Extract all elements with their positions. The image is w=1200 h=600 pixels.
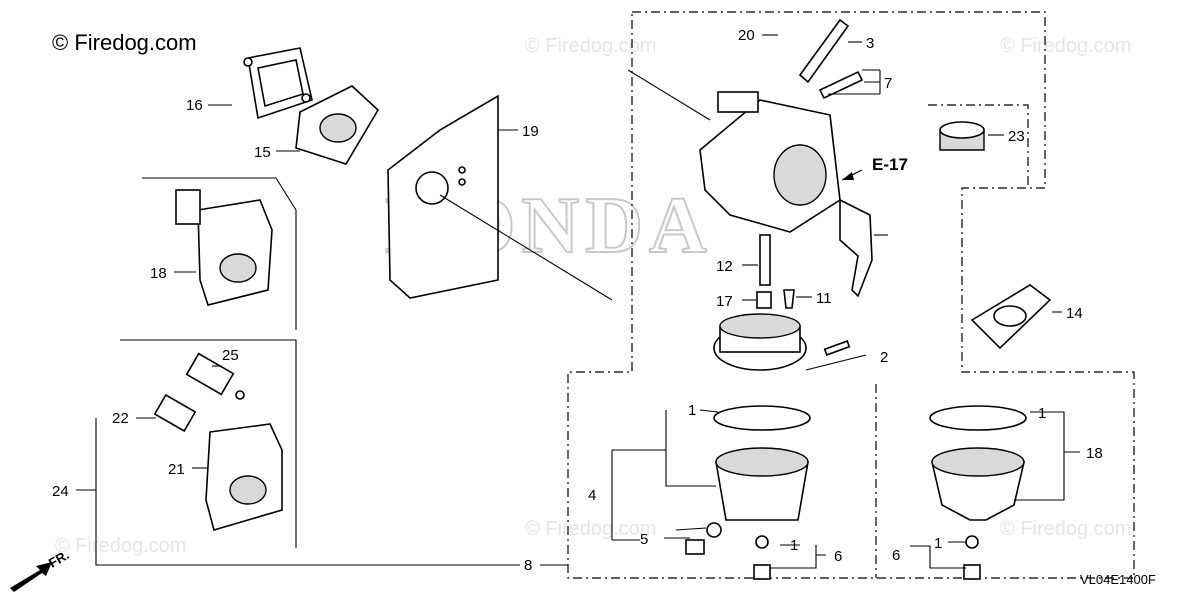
group-bracket-21: [120, 339, 297, 548]
leader-5: [664, 527, 707, 539]
callout-17: 20: [738, 27, 755, 44]
gasket-1-left: [713, 405, 811, 431]
leader-1-19: [1014, 411, 1080, 501]
callout-2: 2: [880, 349, 888, 366]
valve-25: [839, 198, 873, 298]
callout-1-b: 1: [790, 537, 798, 554]
adjust-screw-4: [798, 18, 850, 84]
callout-4: 3: [866, 35, 874, 52]
copyright-watermark: © Firedog.com: [52, 30, 197, 55]
callout-7: 7: [884, 75, 892, 92]
diagram-code: VL04E1400F: [1080, 572, 1156, 587]
float-2: [713, 313, 851, 371]
float-chamber-3: [715, 447, 809, 521]
callout-6-a: 6: [834, 548, 842, 565]
leader-gasket-carb-2: [439, 194, 613, 301]
leader-3: [611, 449, 666, 541]
faint-watermark-top-center: © Firedog.com: [525, 35, 656, 57]
insulator-12: [295, 85, 380, 165]
faint-watermark-top-right: © Firedog.com: [1000, 35, 1131, 57]
faint-watermark-bottom-left: © Firedog.com: [55, 535, 186, 557]
callout-24: 25: [222, 347, 239, 364]
callout-8: 8: [524, 557, 532, 574]
callout-23: 24: [52, 483, 69, 500]
callout-3: 4: [588, 487, 596, 504]
group-bracket-15: [142, 177, 297, 330]
callout-16: 19: [522, 123, 539, 140]
callout-13: 16: [186, 97, 203, 114]
bracket-15: [175, 189, 273, 306]
faint-watermark-bottom-right: © Firedog.com: [1000, 518, 1131, 540]
callout-18: 17: [716, 293, 733, 310]
cap-group-outline: [928, 104, 1029, 188]
gasket-13: [243, 47, 313, 120]
callout-22: 22: [112, 410, 129, 427]
screw-7: [818, 70, 864, 100]
cap-20: [939, 121, 985, 151]
leader-6-right: [910, 541, 966, 569]
bolt-6-right: [963, 535, 981, 580]
solenoid-24: [185, 352, 245, 400]
callout-20: 23: [1008, 128, 1025, 145]
bracket-21: [205, 423, 283, 531]
nozzle-22: [153, 393, 197, 433]
callout-1-c: 1: [1038, 405, 1046, 422]
drain-bolt-5: [685, 522, 722, 555]
leader-6-left: [770, 544, 826, 569]
callout-12: 15: [254, 144, 271, 161]
svg-text:E-17: E-17: [872, 155, 908, 174]
group-bracket-23: [95, 418, 520, 566]
carburetor-assembly-outline: [567, 11, 1135, 579]
callout-1-d: 1: [934, 535, 942, 552]
float-chamber-19: [930, 447, 1026, 521]
leader-1-3: [665, 409, 719, 487]
callout-21: 21: [168, 461, 185, 478]
callout-10: 11: [816, 290, 832, 307]
main-nozzle-11: [759, 234, 771, 286]
bolt-6-left: [753, 535, 771, 580]
callout-1-a: 1: [688, 402, 696, 419]
callout-6-b: 6: [892, 547, 900, 564]
reference-e17: E-17: [841, 155, 908, 181]
carburetor-body: [699, 91, 841, 233]
gasket-14: [970, 284, 1052, 350]
front-direction-arrow: FR.: [10, 547, 72, 592]
leader-2: [805, 354, 867, 371]
faint-watermark-bottom-center: © Firedog.com: [525, 518, 656, 540]
callout-11: 12: [716, 258, 733, 275]
leader-7: [828, 69, 881, 95]
callout-15: 18: [150, 265, 167, 282]
callout-14: 14: [1066, 305, 1083, 322]
callout-19: 18: [1086, 445, 1103, 462]
jet-18: [756, 291, 772, 309]
gasket-1-right: [929, 405, 1027, 431]
needle-10: [783, 289, 795, 309]
callout-5: 5: [640, 531, 648, 548]
leader-gasket-carb: [627, 69, 711, 121]
